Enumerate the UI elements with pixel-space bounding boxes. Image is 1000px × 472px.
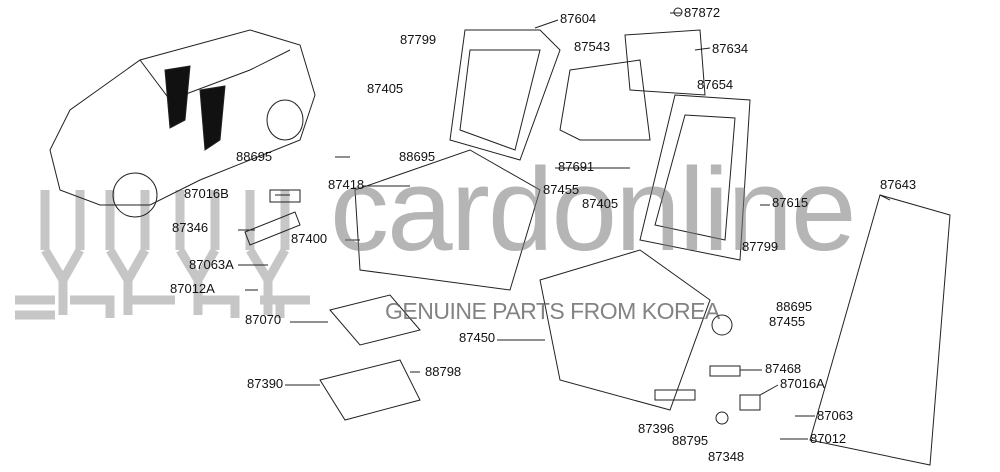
part-label[interactable]: 87799 [742, 239, 779, 254]
part-label[interactable]: 87405 [582, 196, 619, 211]
part-label[interactable]: 87012A [170, 281, 215, 296]
part-label[interactable]: 87418 [328, 177, 365, 192]
part-label[interactable]: 87390 [247, 376, 284, 391]
part-label[interactable]: 87543 [574, 39, 611, 54]
part-label[interactable]: 87012 [810, 431, 847, 446]
watermark-tagline: GENUINE PARTS FROM KOREA [385, 298, 720, 324]
part-label[interactable]: 87799 [400, 32, 437, 47]
leader-lines [238, 12, 891, 440]
part-label[interactable]: 87872 [684, 5, 721, 20]
part-label[interactable]: 87070 [245, 312, 282, 327]
part-label[interactable]: 88798 [425, 364, 462, 379]
part-label[interactable]: 87455 [769, 314, 806, 329]
part-label[interactable]: 88695 [236, 149, 273, 164]
part-label[interactable]: 87400 [291, 231, 328, 246]
seat-frames [244, 7, 951, 466]
watermark-logo [15, 190, 310, 320]
part-label[interactable]: 87450 [459, 330, 496, 345]
part-label[interactable]: 87654 [697, 77, 734, 92]
part-label[interactable]: 87634 [712, 41, 749, 56]
part-label[interactable]: 88695 [399, 149, 436, 164]
part-label[interactable]: 87643 [880, 177, 917, 192]
part-label[interactable]: 88695 [776, 299, 813, 314]
part-label[interactable]: 87691 [558, 159, 595, 174]
part-label[interactable]: 87468 [765, 361, 802, 376]
part-label[interactable]: 87604 [560, 11, 597, 26]
part-label[interactable]: 87016B [184, 186, 229, 201]
part-label[interactable]: 87405 [367, 81, 404, 96]
part-label[interactable]: 87016A [780, 376, 825, 391]
part-label[interactable]: 87346 [172, 220, 209, 235]
part-label[interactable]: 87348 [708, 449, 745, 464]
part-label[interactable]: 87063A [189, 257, 234, 272]
vehicle-illustration [49, 29, 316, 218]
part-label[interactable]: 87455 [543, 182, 580, 197]
part-label[interactable]: 87615 [772, 195, 809, 210]
watermark-brand: cardonline [330, 144, 856, 276]
part-label[interactable]: 87396 [638, 421, 675, 436]
part-label[interactable]: 87063 [817, 408, 854, 423]
part-label[interactable]: 88795 [672, 433, 709, 448]
